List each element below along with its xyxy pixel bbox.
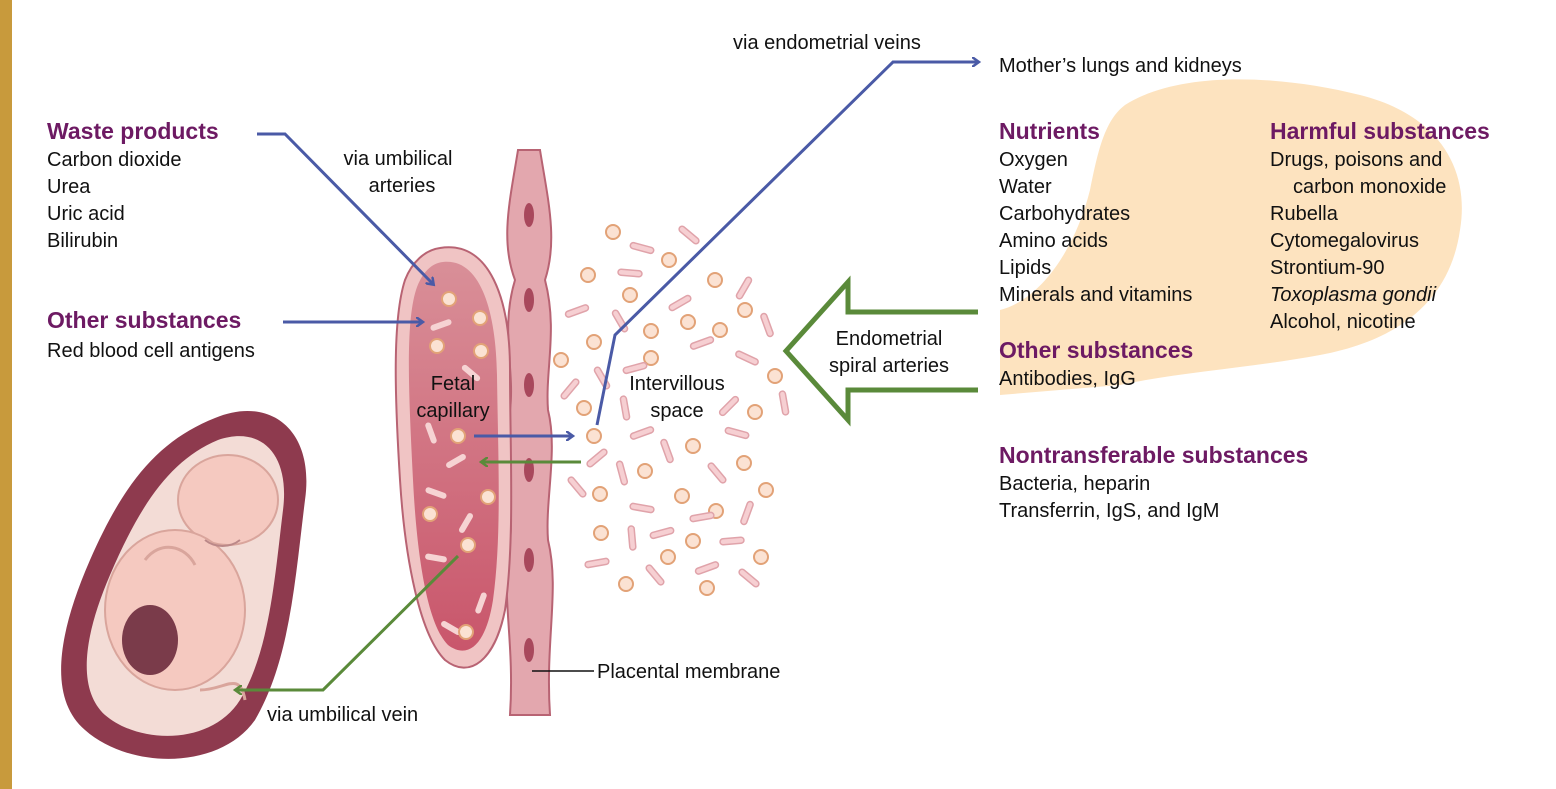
harmful-item: Cytomegalovirus: [1270, 230, 1419, 252]
right-other-item: Antibodies, IgG: [999, 368, 1136, 390]
left-other-substances-heading: Other substances: [47, 307, 241, 333]
intervillous-space-label: space: [650, 400, 703, 422]
waste-item: Urea: [47, 176, 91, 198]
harmful-item: carbon monoxide: [1293, 176, 1446, 198]
endometrial-spiral-arteries-label: spiral arteries: [829, 355, 949, 377]
nontransferable-item: Transferrin, IgS, and IgM: [999, 500, 1219, 522]
waste-item: Carbon dioxide: [47, 149, 182, 171]
nutrient-item: Oxygen: [999, 149, 1068, 171]
endometrial-spiral-arteries-label: Endometrial: [836, 328, 943, 350]
fetal-capillary-shape: [396, 247, 512, 667]
harmful-substances-heading: Harmful substances: [1270, 118, 1490, 144]
nutrient-item: Carbohydrates: [999, 203, 1130, 225]
harmful-item: Alcohol, nicotine: [1270, 311, 1416, 333]
nutrient-item: Minerals and vitamins: [999, 284, 1192, 306]
harmful-item: Toxoplasma gondii: [1270, 284, 1437, 306]
mothers-lungs-kidneys-label: Mother’s lungs and kidneys: [999, 55, 1242, 77]
left-other-item: Red blood cell antigens: [47, 340, 255, 362]
placental-membrane-shape: [506, 150, 552, 715]
waste-item: Uric acid: [47, 203, 125, 225]
nutrient-item: Lipids: [999, 257, 1051, 279]
harmful-item: Strontium-90: [1270, 257, 1385, 279]
endometrial-spiral-arteries-arrow: [786, 282, 978, 420]
nutrient-item: Amino acids: [999, 230, 1108, 252]
right-other-substances-heading: Other substances: [999, 337, 1193, 363]
nutrients-heading: Nutrients: [999, 118, 1100, 144]
waste-item: Bilirubin: [47, 230, 118, 252]
fetal-capillary-label: capillary: [416, 400, 489, 422]
via-endometrial-veins-label: via endometrial veins: [733, 32, 921, 54]
via-umbilical-vein-label: via umbilical vein: [267, 704, 418, 726]
nontransferable-heading: Nontransferable substances: [999, 442, 1308, 468]
nutrient-item: Water: [999, 176, 1052, 198]
waste-products-heading: Waste products: [47, 118, 219, 144]
placental-membrane-label: Placental membrane: [597, 661, 780, 683]
intervillous-space-label: Intervillous: [629, 373, 725, 395]
nontransferable-item: Bacteria, heparin: [999, 473, 1150, 495]
fetal-capillary-label: Fetal: [431, 373, 475, 395]
harmful-item: Drugs, poisons and: [1270, 149, 1442, 171]
via-umbilical-arteries-label: via umbilical: [344, 148, 453, 170]
harmful-item: Rubella: [1270, 203, 1339, 225]
via-umbilical-arteries-label: arteries: [369, 175, 436, 197]
